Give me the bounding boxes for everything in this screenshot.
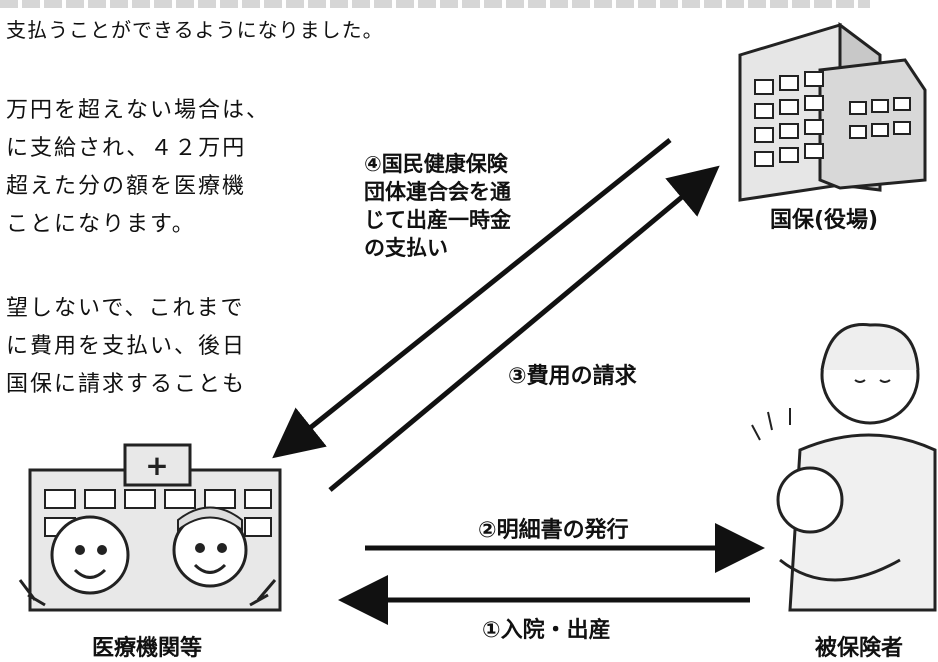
arrow-step3-claim bbox=[328, 165, 720, 492]
paragraph-1-line-1: 万円を超えない場合は、 bbox=[6, 98, 271, 123]
step4-label-line-1: ④国民健康保険 bbox=[364, 152, 508, 176]
step4-label-line-2: 団体連合会を通 bbox=[364, 180, 511, 204]
paragraph-1-line-3: 超えた分の額を医療機 bbox=[6, 174, 247, 199]
step4-label-line-4: の支払い bbox=[364, 236, 448, 260]
node-label-medical: 医療機関等 bbox=[92, 636, 203, 661]
node-label-kokuho: 国保(役場) bbox=[770, 208, 879, 233]
paragraph-1-line-4: ことになります。 bbox=[6, 212, 196, 237]
arrow-step4-payment bbox=[272, 138, 672, 459]
hospital-building-icon: + bbox=[18, 443, 282, 612]
step3-label: ③費用の請求 bbox=[508, 364, 637, 389]
paragraph-2-line-3: 国保に請求することも bbox=[6, 372, 247, 397]
paragraph-2: 望しないで、これまで に費用を支払い、後日 国保に請求することも bbox=[6, 290, 246, 404]
paragraph-2-line-2: に費用を支払い、後日 bbox=[6, 334, 247, 359]
paragraph-2-line-1: 望しないで、これまで bbox=[6, 296, 245, 321]
paragraph-1-line-2: に支給され、４２万円 bbox=[6, 136, 247, 161]
kokuho-building-icon bbox=[738, 22, 927, 202]
node-label-insured: 被保険者 bbox=[815, 636, 904, 661]
paragraph-1: 万円を超えない場合は、 に支給され、４２万円 超えた分の額を医療機 ことになりま… bbox=[6, 92, 270, 244]
step4-label: ④国民健康保険 団体連合会を通 じて出産一時金 の支払い bbox=[364, 150, 554, 262]
svg-text:+: + bbox=[145, 449, 168, 482]
intro-text: 支払うことができるようになりました。 bbox=[6, 18, 384, 42]
step4-label-line-3: じて出産一時金 bbox=[364, 208, 511, 232]
step2-label: ②明細書の発行 bbox=[478, 518, 629, 543]
step1-label: ①入院・出産 bbox=[482, 618, 611, 643]
insured-person-icon bbox=[751, 323, 937, 612]
top-cut-text-line bbox=[0, 0, 870, 8]
